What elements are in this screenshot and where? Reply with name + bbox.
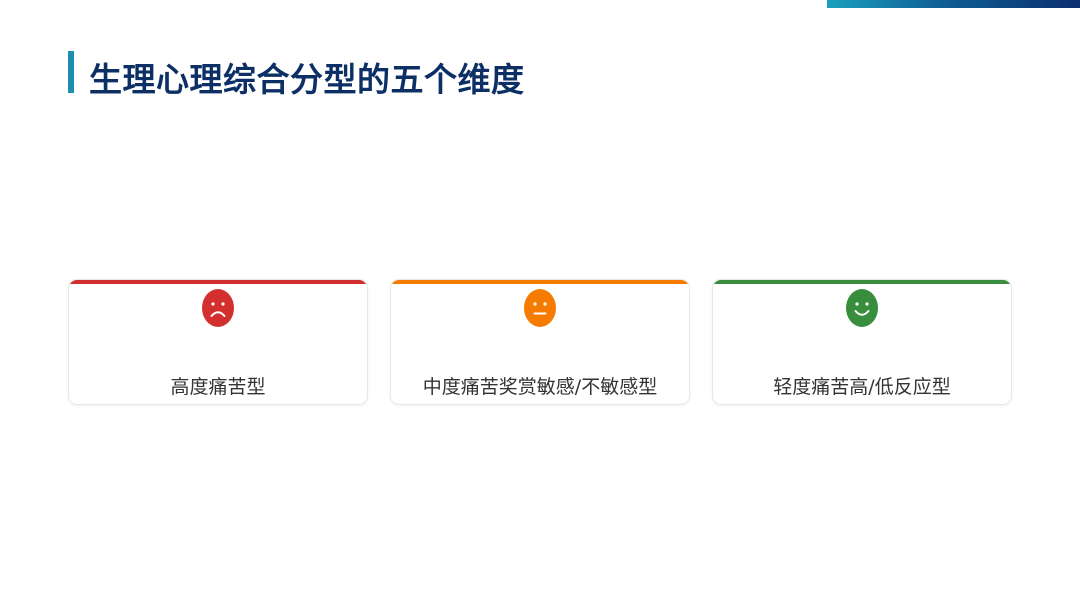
top-accent-bar <box>827 0 1080 8</box>
card-top-border <box>69 280 367 284</box>
type-card-moderate-distress: 中度痛苦奖赏敏感/不敏感型 <box>390 279 690 405</box>
card-top-border <box>713 280 1011 284</box>
card-label: 中度痛苦奖赏敏感/不敏感型 <box>422 376 658 398</box>
card-label: 高度痛苦型 <box>170 376 266 398</box>
type-card-high-distress: 高度痛苦型 <box>68 279 368 405</box>
frown-face-icon <box>202 289 234 327</box>
card-label: 轻度痛苦高/低反应型 <box>773 376 951 398</box>
type-card-mild-distress: 轻度痛苦高/低反应型 <box>712 279 1012 405</box>
card-top-border <box>391 280 689 284</box>
smile-face-icon <box>846 289 878 327</box>
neutral-face-icon <box>524 289 556 327</box>
title-accent-bar <box>68 51 74 93</box>
slide-title: 生理心理综合分型的五个维度 <box>89 60 525 99</box>
